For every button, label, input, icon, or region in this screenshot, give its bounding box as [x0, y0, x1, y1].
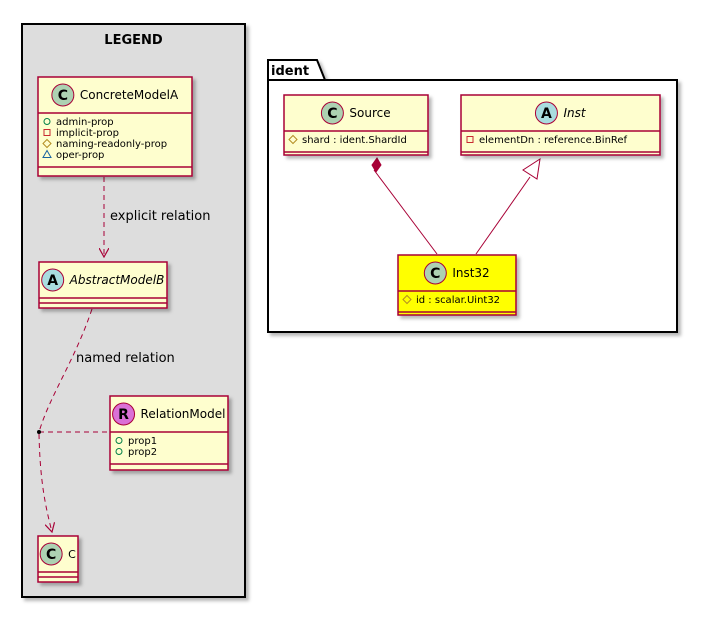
protected-visibility-icon [42, 138, 52, 149]
relation-composition [371, 157, 438, 255]
class-attribute: prop2 [128, 447, 157, 458]
relation-named-label: named relation [76, 351, 175, 366]
protected-visibility-icon [288, 134, 298, 145]
class-name: C [68, 548, 76, 561]
class-name: Inst32 [452, 266, 489, 280]
inheritance-triangle [522, 157, 541, 180]
protected-visibility-icon [402, 294, 412, 305]
composition-diamond [371, 157, 382, 173]
stereotype-letter: C [327, 106, 337, 122]
class-attribute: naming-readonly-prop [56, 139, 167, 150]
class-attribute: prop1 [128, 436, 157, 447]
stereotype-icon [112, 402, 136, 426]
stereotype-letter: C [430, 266, 440, 282]
class-attribute: implicit-prop [56, 128, 119, 139]
class-box [460, 94, 661, 156]
stereotype-letter: R [118, 407, 129, 423]
relation-inheritance [475, 157, 541, 255]
class-box [397, 254, 517, 316]
public-visibility-icon [43, 118, 51, 125]
class-concrete: C ConcreteModelA admin-propimplicit-propna… [37, 76, 193, 177]
stereotype-icon [423, 261, 447, 285]
class-name: AbstractModelB [69, 273, 165, 287]
class-attribute: oper-prop [56, 150, 104, 161]
class-name: Inst [563, 106, 586, 120]
relation-explicit-label: explicit relation [110, 209, 210, 224]
stereotype-icon [39, 542, 63, 566]
association-point [37, 430, 41, 434]
class-attribute: id : scalar.Uint32 [416, 295, 500, 306]
legend-title: LEGEND [104, 33, 163, 48]
class-name: Source [349, 106, 390, 120]
stereotype-letter: A [541, 106, 552, 122]
class-inst: A Inst elementDn : reference.BinRef [460, 94, 661, 156]
class-abstract: A AbstractModelB [38, 261, 168, 309]
stereotype-letter: C [58, 88, 68, 104]
stereotype-letter: C [46, 547, 56, 563]
class-inst32: C Inst32 id : scalar.Uint32 [397, 254, 517, 316]
stereotype-icon [534, 101, 558, 125]
relation-named: named relation [37, 308, 175, 532]
package-visibility-icon [42, 149, 52, 158]
class-name: RelationModel [141, 407, 226, 421]
stereotype-icon [51, 83, 75, 107]
class-name: ConcreteModelA [80, 88, 179, 102]
class-attribute: elementDn : reference.BinRef [479, 135, 628, 146]
stereotype-icon [320, 101, 344, 125]
stereotype-icon [41, 268, 65, 292]
class-box [283, 94, 429, 156]
private-visibility-icon [43, 129, 51, 136]
public-visibility-icon [115, 437, 123, 444]
class-source: C Source shard : ident.ShardId [283, 94, 429, 156]
class-attribute: shard : ident.ShardId [302, 135, 407, 146]
relation-explicit: explicit relation [104, 177, 210, 257]
stereotype-letter: A [47, 273, 58, 289]
package-name: ident [271, 64, 309, 79]
public-visibility-icon [115, 448, 123, 455]
class-attribute: admin-prop [56, 117, 114, 128]
private-visibility-icon [466, 136, 474, 143]
